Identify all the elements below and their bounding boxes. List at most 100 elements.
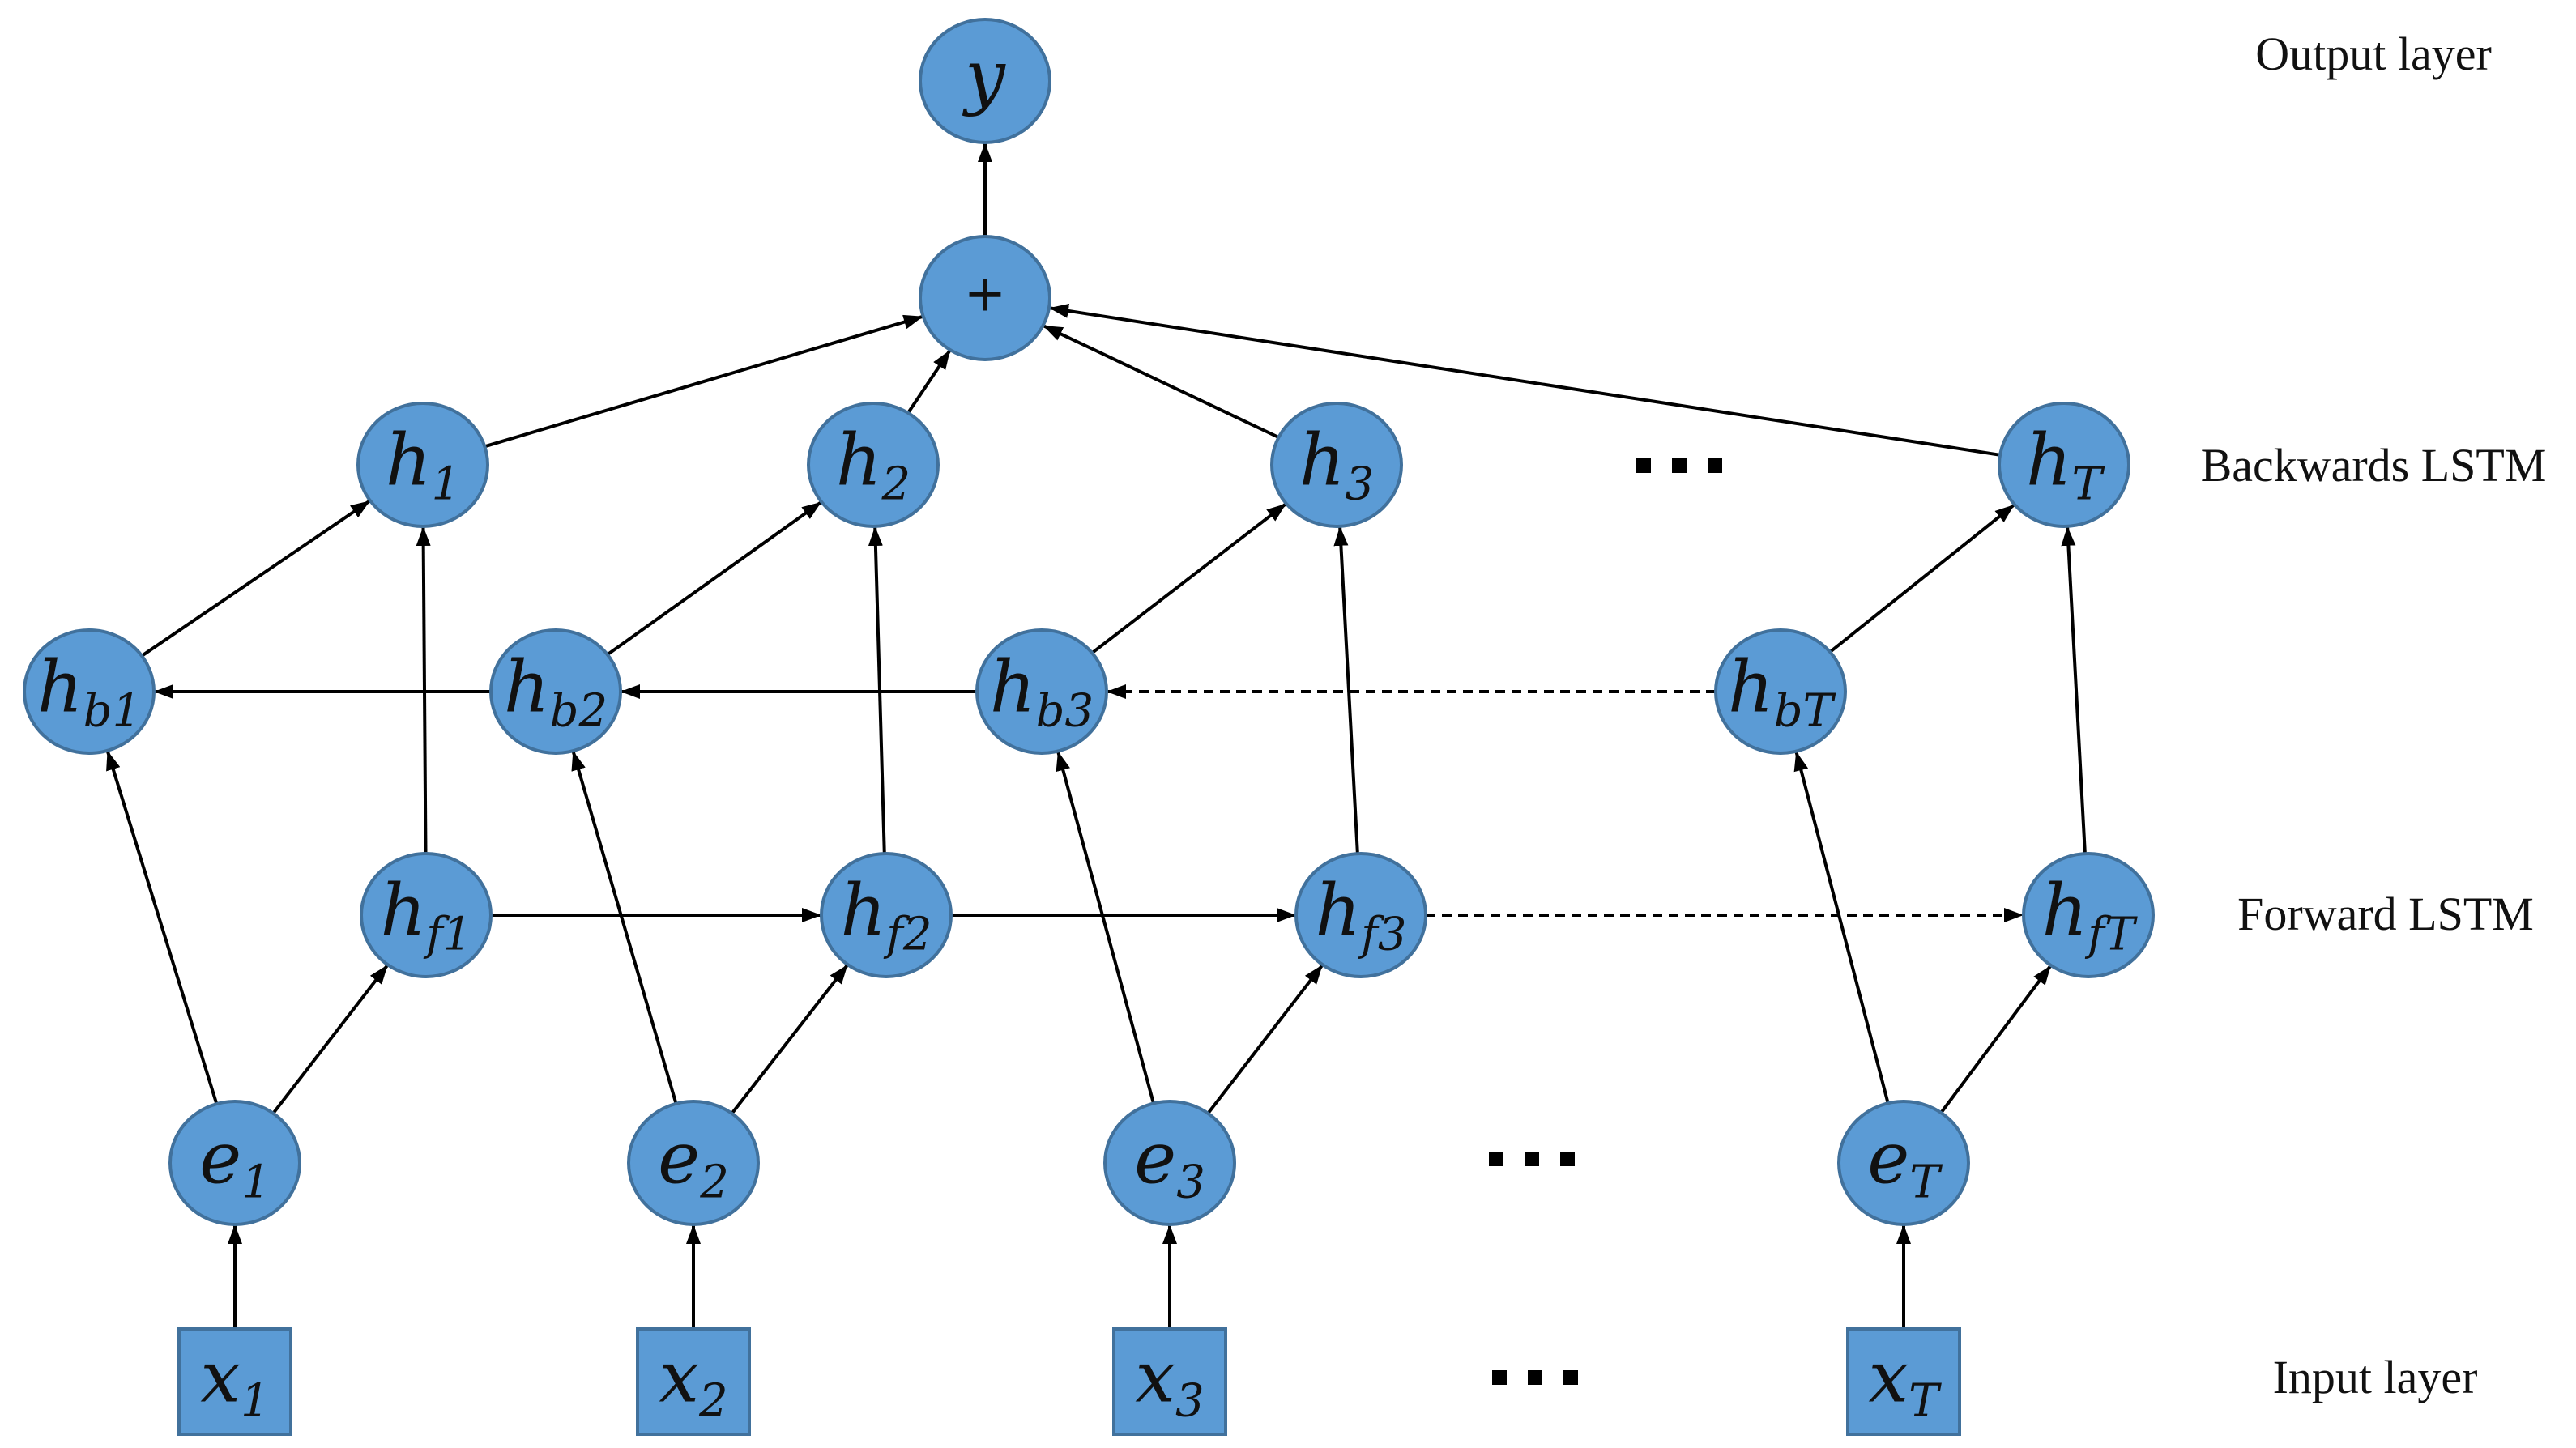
node-xT: xT	[1846, 1327, 1961, 1436]
node-x1-label: x1	[200, 1335, 269, 1428]
node-h1: h1	[356, 402, 489, 528]
node-e2-shape	[627, 1100, 760, 1226]
node-h2: h2	[807, 402, 940, 528]
node-e3-base: e	[1134, 1117, 1176, 1200]
node-h1-base: h	[386, 419, 432, 502]
node-hb1-shape	[23, 628, 156, 755]
node-e1-label: e1	[199, 1117, 271, 1209]
node-x3-label: x3	[1135, 1335, 1204, 1428]
edge-h1-to-plus	[484, 314, 924, 449]
ellipsis-input-row	[1492, 1370, 1578, 1385]
node-hbT: hbT	[1714, 628, 1847, 755]
node-plus-base: +	[966, 258, 1004, 330]
node-hf1-subscript: f1	[423, 909, 471, 961]
node-h2-subscript: 2	[881, 458, 911, 511]
node-h1-subscript: 1	[432, 458, 461, 511]
node-hb3-subscript: b3	[1036, 685, 1094, 738]
node-hb1-base: h	[37, 645, 83, 729]
edge-hf1-to-h1	[416, 526, 431, 854]
edge-hT-to-plus	[1048, 303, 2001, 457]
node-e2-base: e	[658, 1117, 700, 1200]
node-hf2: hf2	[820, 852, 953, 978]
edge-e3-to-hf3	[1206, 964, 1324, 1114]
node-h3-subscript: 3	[1346, 458, 1375, 511]
node-x2-subscript: 2	[698, 1375, 728, 1428]
node-e1-subscript: 1	[241, 1156, 271, 1209]
node-h3-label: h3	[1299, 419, 1374, 511]
node-e2-subscript: 2	[699, 1156, 729, 1209]
node-hbT-label: hbT	[1728, 645, 1836, 738]
node-hfT: hfT	[2022, 852, 2155, 978]
node-hb3-label: hb3	[990, 645, 1094, 738]
node-y-label: y	[962, 35, 1006, 118]
edge-e1-to-hb1	[105, 750, 219, 1105]
node-xT-label: xT	[1869, 1335, 1943, 1428]
layer-labels: Output layer Backwards LSTM Forward LSTM…	[2201, 28, 2547, 1403]
node-hf1-base: h	[380, 869, 426, 952]
node-xT-base: x	[1869, 1335, 1909, 1419]
node-xT-subscript: T	[1909, 1375, 1942, 1428]
node-x1: x1	[177, 1327, 292, 1436]
edge-eT-to-hbT	[1793, 751, 1890, 1104]
node-h3: h3	[1270, 402, 1403, 528]
node-hb3: hb3	[975, 628, 1108, 755]
edge-h3-to-plus	[1042, 324, 1280, 439]
node-eT-subscript: T	[1909, 1156, 1943, 1209]
node-x3-shape	[1112, 1327, 1227, 1436]
node-x2-label: x2	[659, 1335, 727, 1428]
node-x3-base: x	[1135, 1335, 1175, 1419]
node-hf2-shape	[820, 852, 953, 978]
edge-e3-to-hb3	[1056, 751, 1155, 1104]
edge-e2-to-hb2	[571, 750, 678, 1105]
node-e3-label: e3	[1134, 1117, 1205, 1209]
node-hbT-subscript: bT	[1774, 685, 1836, 738]
node-xT-shape	[1846, 1327, 1961, 1436]
edges-layer	[105, 143, 2087, 1329]
node-h2-label: h2	[836, 419, 911, 511]
node-h3-base: h	[1299, 419, 1346, 502]
node-plus-label: +	[966, 258, 1004, 330]
backward-lstm-label: Backwards LSTM	[2201, 439, 2547, 492]
node-hfT-shape	[2022, 852, 2155, 978]
node-x1-subscript: 1	[241, 1375, 270, 1428]
node-hf3-shape	[1294, 852, 1427, 978]
node-hT-shape	[1998, 402, 2130, 528]
input-layer-label: Input layer	[2273, 1351, 2478, 1403]
node-hT-base: h	[2026, 419, 2072, 502]
node-hf1-label: hf1	[380, 869, 471, 961]
node-hf1-shape	[360, 852, 493, 978]
edge-e2-to-hf2	[730, 963, 850, 1115]
node-plus-shape	[919, 235, 1051, 361]
node-eT-base: e	[1867, 1117, 1909, 1200]
output-layer-label: Output layer	[2255, 28, 2492, 80]
node-h3-shape	[1270, 402, 1403, 528]
node-hb2-shape	[489, 628, 622, 755]
edge-hf3-to-h3	[1333, 526, 1359, 854]
node-hT-subscript: T	[2072, 458, 2105, 511]
node-hb1-label: hb1	[37, 645, 141, 738]
node-x1-shape	[177, 1327, 292, 1436]
node-h1-label: h1	[386, 419, 460, 511]
forward-lstm-label: Forward LSTM	[2237, 888, 2534, 940]
node-hf3-subscript: f3	[1358, 909, 1406, 961]
edge-hb3-to-h3	[1090, 502, 1288, 654]
node-h2-base: h	[836, 419, 882, 502]
node-hf2-subscript: f2	[883, 909, 932, 961]
node-hf3-base: h	[1315, 869, 1361, 952]
node-y-base: y	[962, 35, 1006, 118]
edge-e1-to-hf1	[271, 964, 390, 1114]
node-e3-subscript: 3	[1176, 1156, 1205, 1209]
ellipsis-layer	[1489, 458, 1722, 1385]
node-eT-shape	[1837, 1100, 1970, 1226]
edge-eT-to-hfT	[1939, 964, 2053, 1114]
node-x3: x3	[1112, 1327, 1227, 1436]
edge-hf2-to-h2	[868, 526, 886, 854]
node-e3: e3	[1103, 1100, 1236, 1226]
node-hfT-base: h	[2042, 869, 2088, 952]
node-x2-base: x	[659, 1335, 699, 1419]
node-hf3-label: hf3	[1315, 869, 1406, 961]
node-h1-shape	[356, 402, 489, 528]
node-e3-shape	[1103, 1100, 1236, 1226]
